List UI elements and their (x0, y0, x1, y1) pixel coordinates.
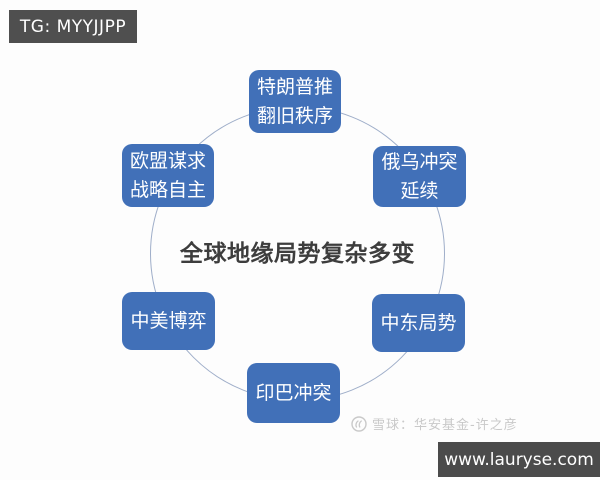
node-label-line: 印巴冲突 (255, 381, 332, 404)
diagram-center-title: 全球地缘局势复杂多变 (180, 241, 415, 267)
node-label-line: 特朗普推 (256, 75, 333, 98)
node-trump-overturns-old-order: 特朗普推 翻旧秩序 (249, 70, 341, 133)
node-label-line: 翻旧秩序 (256, 104, 333, 127)
node-middle-east-situation: 中东局势 (372, 294, 465, 352)
node-label-line: 中美博弈 (130, 309, 207, 332)
node-china-us-rivalry: 中美博弈 (122, 292, 215, 350)
node-label-line: 欧盟谋求 (129, 149, 206, 172)
xueqiu-snowball-icon (351, 415, 367, 432)
tg-watermark-label: TG: MYYJJPP (9, 10, 137, 43)
node-label-line: 中东局势 (380, 311, 457, 334)
source-watermark: 雪球：华安基金-许之彦 (351, 414, 518, 433)
source-watermark-text: 雪球：华安基金-许之彦 (372, 418, 518, 433)
node-label-line: 战略自主 (129, 178, 206, 201)
node-label-line: 俄乌冲突 (381, 150, 458, 173)
site-url-bar: www.lauryse.com (438, 442, 600, 477)
node-russia-ukraine-conflict: 俄乌冲突 延续 (373, 146, 466, 207)
node-label-line: 延续 (400, 179, 439, 202)
node-india-pakistan-conflict: 印巴冲突 (247, 363, 340, 423)
node-eu-strategic-autonomy: 欧盟谋求 战略自主 (122, 144, 214, 207)
